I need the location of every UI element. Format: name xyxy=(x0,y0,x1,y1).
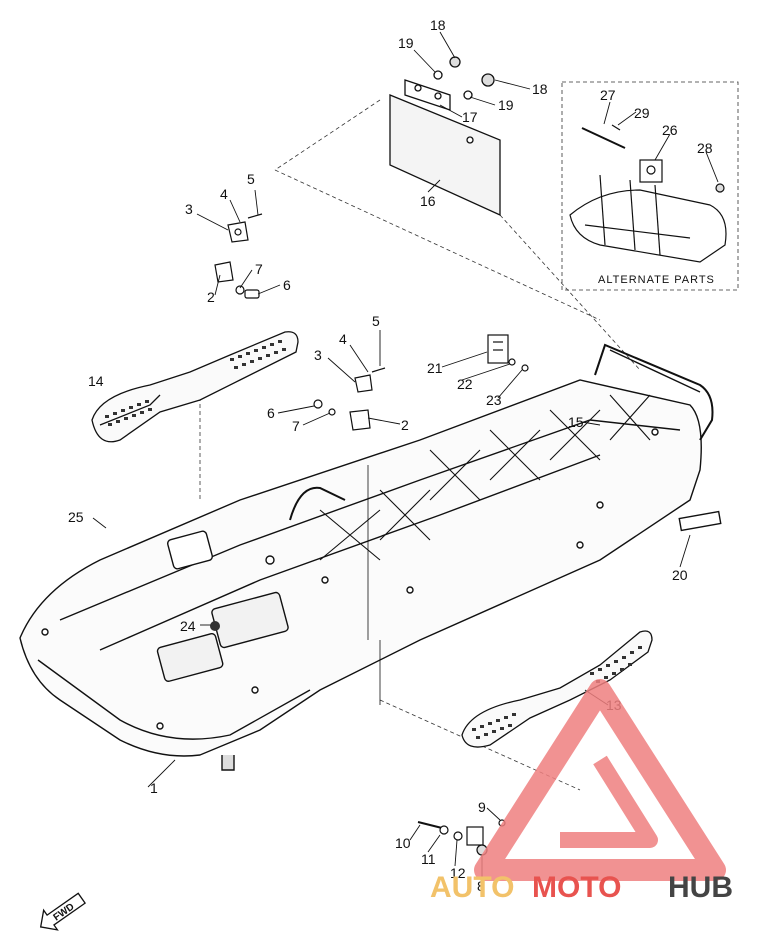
watermark-logo xyxy=(474,679,726,881)
callout-16: 16 xyxy=(420,193,436,209)
plate-assembly xyxy=(389,56,501,217)
callout-22: 22 xyxy=(457,376,473,392)
watermark-moto: MOTO xyxy=(532,871,621,904)
callout-6: 6 xyxy=(267,405,275,421)
callout-26: 26 xyxy=(662,122,678,138)
alternate-parts-box: ALTERNATE PARTS xyxy=(561,81,739,291)
callout-24: 24 xyxy=(180,618,196,634)
part-24-nut xyxy=(210,621,220,631)
mid-bracket-assembly xyxy=(313,367,386,431)
callout-numbers: 1 2 2 3 3 4 4 5 5 6 6 7 7 8 9 10 11 12 1… xyxy=(68,17,713,894)
callout-20: 20 xyxy=(672,567,688,583)
callout-18: 18 xyxy=(532,81,548,97)
callout-1: 1 xyxy=(150,780,158,796)
callout-8: 8 xyxy=(477,878,485,894)
callout-19: 19 xyxy=(498,97,514,113)
callout-18: 18 xyxy=(430,17,446,33)
callout-5: 5 xyxy=(247,171,255,187)
callout-6: 6 xyxy=(283,277,291,293)
footrest-14 xyxy=(91,331,299,443)
callout-14: 14 xyxy=(88,373,104,389)
callout-28: 28 xyxy=(697,140,713,156)
callout-19: 19 xyxy=(398,35,414,51)
watermark-auto: AUTO xyxy=(430,871,514,904)
callout-25: 25 xyxy=(68,509,84,525)
callout-3: 3 xyxy=(314,347,322,363)
callout-7: 7 xyxy=(292,418,300,434)
callout-11: 11 xyxy=(421,851,436,867)
watermark-hub: HUB xyxy=(668,871,733,904)
callout-23: 23 xyxy=(486,392,502,408)
callout-5: 5 xyxy=(372,313,380,329)
callout-9: 9 xyxy=(478,799,486,815)
callout-2: 2 xyxy=(207,289,215,305)
callout-27: 27 xyxy=(600,87,616,103)
callout-3: 3 xyxy=(185,201,193,217)
callout-7: 7 xyxy=(255,261,263,277)
callout-12: 12 xyxy=(450,865,466,881)
watermark-text: AUTO MOTO HUB xyxy=(430,871,733,904)
fwd-arrow: FWD xyxy=(39,892,87,931)
callout-15: 15 xyxy=(568,414,584,430)
callout-21: 21 xyxy=(427,360,443,376)
callout-17: 17 xyxy=(462,109,478,125)
bracket-21-assembly xyxy=(487,334,529,372)
callout-29: 29 xyxy=(634,105,650,121)
callout-2: 2 xyxy=(401,417,409,433)
alternate-parts-label: ALTERNATE PARTS xyxy=(598,274,715,286)
callout-4: 4 xyxy=(339,331,347,347)
leader-lines xyxy=(92,31,719,877)
callout-10: 10 xyxy=(395,835,411,851)
callout-4: 4 xyxy=(220,186,228,202)
main-frame xyxy=(19,343,722,771)
